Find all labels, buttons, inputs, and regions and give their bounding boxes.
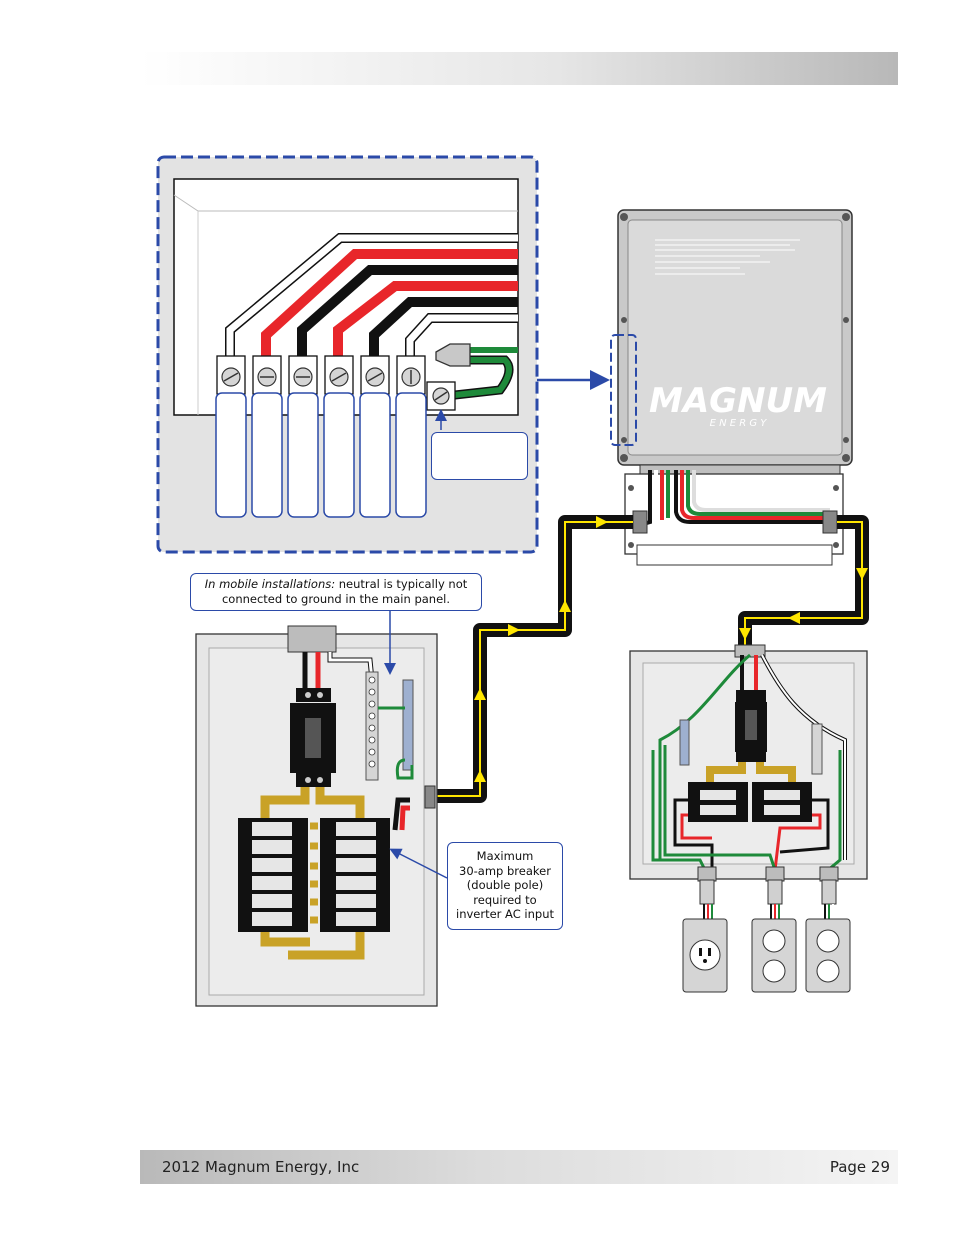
magnum-logo-sub: E N E R G Y [710, 418, 768, 429]
footer-copyright: 2012 Magnum Energy, Inc [162, 1158, 360, 1176]
breaker-callout-line: inverter AC input [456, 907, 554, 921]
outlets [682, 879, 851, 993]
page-number: Page 29 [829, 1158, 890, 1176]
breaker-callout: Maximum 30-amp breaker (double pole) req… [447, 842, 563, 930]
breaker-callout-line: required to [473, 892, 537, 907]
header-band [140, 52, 898, 85]
breaker-callout-line: 30-amp breaker [459, 863, 551, 878]
terminal-inset [156, 155, 610, 554]
main-panel [195, 586, 448, 1007]
conduit-to-sub-panel [738, 515, 869, 645]
footer-band: 2012 Magnum Energy, Inc Page 29 [140, 1150, 898, 1184]
conduit-to-inverter [428, 515, 633, 803]
breaker-callout-line: Maximum [476, 849, 534, 863]
breaker-callout-line: (double pole) [466, 878, 544, 892]
magnum-logo: MAGNUM [649, 381, 827, 421]
mobile-callout-text: neutral is typically not connected to gr… [221, 577, 468, 606]
mobile-callout-italic: In mobile installations: [204, 577, 336, 591]
sub-panel [629, 644, 868, 882]
inverter-unit: MAGNUM E N E R G Y [610, 209, 853, 566]
mobile-neutral-callout: In mobile installations: neutral is typi… [190, 573, 482, 611]
ground-terminal-label-box [431, 432, 528, 480]
